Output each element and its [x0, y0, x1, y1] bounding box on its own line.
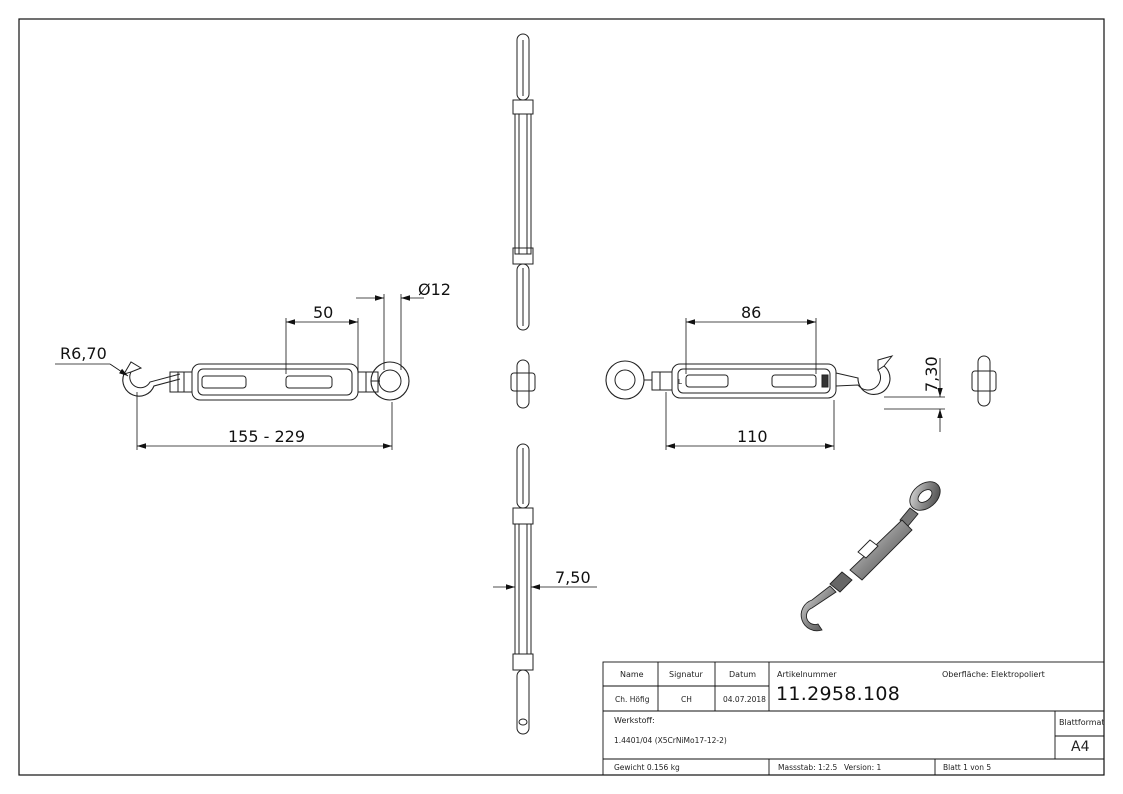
dim-rod-diameter: 7,50	[555, 568, 591, 587]
bottom-view-vertical	[512, 443, 534, 735]
header-datum: Datum	[729, 670, 757, 679]
header-oberflaeche: Oberfläche:	[942, 670, 989, 679]
drawing-frame	[18, 18, 1105, 776]
weight: Gewicht 0.156 kg	[614, 763, 680, 772]
scale: Massstab: 1:2.5	[778, 763, 838, 772]
header-artikelnummer: Artikelnummer	[777, 670, 837, 679]
end-view-right	[971, 355, 997, 407]
isometric-view	[800, 481, 941, 632]
sheet-number: Blatt 1 von 5	[943, 763, 992, 772]
dim-hole-diameter: Ø12	[418, 280, 451, 299]
header-werkstoff: Werkstoff:	[614, 716, 655, 725]
version: Version: 1	[844, 763, 882, 772]
drawing-date: 04.07.2018	[723, 695, 766, 704]
end-view-center	[510, 359, 536, 409]
sheet-format: A4	[1071, 739, 1090, 755]
header-name: Name	[620, 670, 644, 679]
svg-text:L: L	[678, 378, 682, 386]
front-view-right: L	[605, 355, 894, 400]
dim-body-width: 86	[741, 303, 761, 322]
dimensions-right-view	[665, 318, 945, 450]
material-value: 1.4401/04 (X5CrNiMo17-12-2)	[614, 736, 727, 745]
article-number: 11.2958.108	[776, 683, 901, 705]
dim-slot-length: 50	[313, 303, 333, 322]
title-block	[602, 661, 1105, 776]
drafter-name: Ch. Höfig	[615, 695, 650, 704]
dim-radius: R6,70	[60, 344, 107, 363]
header-blattformat: Blattformat	[1059, 718, 1105, 727]
oberflaeche-value: Elektropoliert	[991, 670, 1045, 679]
dim-hook-offset: 7,30	[922, 356, 941, 392]
header-signatur: Signatur	[669, 670, 703, 679]
front-view-left	[122, 361, 410, 401]
dimensions-left-view	[55, 294, 424, 450]
dim-body-length: 110	[737, 427, 768, 446]
dim-overall-length: 155 - 229	[228, 427, 305, 446]
drafter-signature: CH	[681, 695, 692, 704]
top-view-vertical	[512, 33, 534, 331]
